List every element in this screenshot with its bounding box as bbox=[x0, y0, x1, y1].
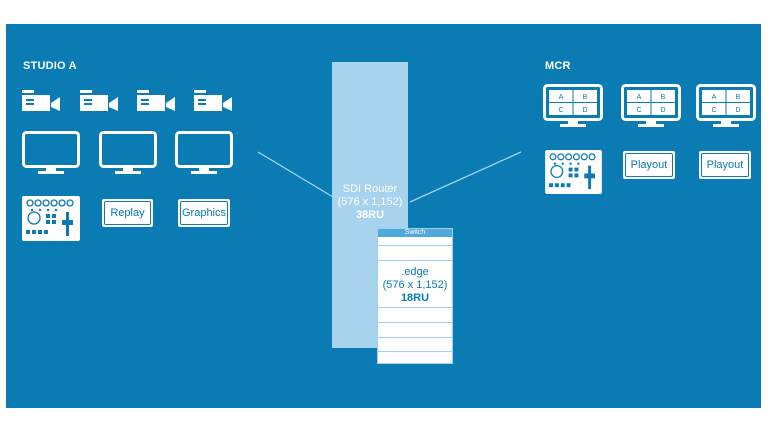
edge-slot-divider bbox=[378, 351, 452, 352]
multiviewer-icon: A B C D bbox=[696, 84, 756, 127]
mcr-title: MCR bbox=[545, 60, 571, 72]
camera-icon bbox=[80, 90, 118, 111]
sdi-router-label: SDI Router (576 x 1,152) 38RU bbox=[318, 183, 422, 222]
mv-cell-b: B bbox=[661, 94, 666, 101]
studio-a-title: STUDIO A bbox=[23, 60, 77, 72]
camera-icon bbox=[22, 90, 60, 111]
edge-slot-divider bbox=[378, 260, 452, 261]
replay-label: Replay bbox=[104, 201, 151, 225]
mv-cell-c: C bbox=[711, 107, 716, 114]
mv-cell-d: D bbox=[660, 107, 665, 114]
multiviewer-icon: A B C D bbox=[543, 84, 603, 127]
edge-slot-divider bbox=[378, 307, 452, 308]
edge-ru: 18RU bbox=[400, 292, 430, 304]
mv-cell-a: A bbox=[637, 94, 642, 101]
router-ru: 38RU bbox=[355, 209, 385, 221]
multiviewer-icon: A B C D bbox=[621, 84, 681, 127]
edge-label: .edge (576 x 1,152) 18RU bbox=[368, 266, 462, 305]
playout-device-1: Playout bbox=[623, 151, 675, 179]
monitor-icon bbox=[22, 131, 80, 174]
playout-device-2: Playout bbox=[699, 151, 751, 179]
mv-cell-c: C bbox=[558, 107, 563, 114]
mv-cell-d: D bbox=[582, 107, 587, 114]
camera-icon bbox=[194, 90, 232, 111]
mv-cell-d: D bbox=[735, 107, 740, 114]
router-size: (576 x 1,152) bbox=[337, 196, 403, 208]
edge-slot-divider bbox=[378, 322, 452, 323]
graphics-label: Graphics bbox=[180, 201, 228, 225]
control-panel-icon bbox=[545, 150, 602, 194]
mv-cell-a: A bbox=[712, 94, 717, 101]
control-panel-icon bbox=[22, 196, 80, 241]
camera-icon bbox=[137, 90, 175, 111]
edge-switch: Switch bbox=[377, 228, 453, 364]
mv-cell-a: A bbox=[559, 94, 564, 101]
mv-cell-b: B bbox=[736, 94, 741, 101]
monitor-icon bbox=[175, 131, 233, 174]
edge-slot-divider bbox=[378, 337, 452, 338]
graphics-device: Graphics bbox=[178, 199, 230, 227]
monitor-icon bbox=[99, 131, 157, 174]
router-name: SDI Router bbox=[342, 183, 398, 195]
mv-cell-b: B bbox=[583, 94, 588, 101]
edge-size: (576 x 1,152) bbox=[382, 279, 448, 291]
edge-header: Switch bbox=[378, 229, 452, 237]
edge-slot-divider bbox=[378, 245, 452, 246]
edge-name: .edge bbox=[401, 266, 429, 278]
mv-cell-c: C bbox=[636, 107, 641, 114]
playout-label-1: Playout bbox=[625, 153, 673, 177]
replay-device: Replay bbox=[102, 199, 153, 227]
playout-label-2: Playout bbox=[701, 153, 749, 177]
